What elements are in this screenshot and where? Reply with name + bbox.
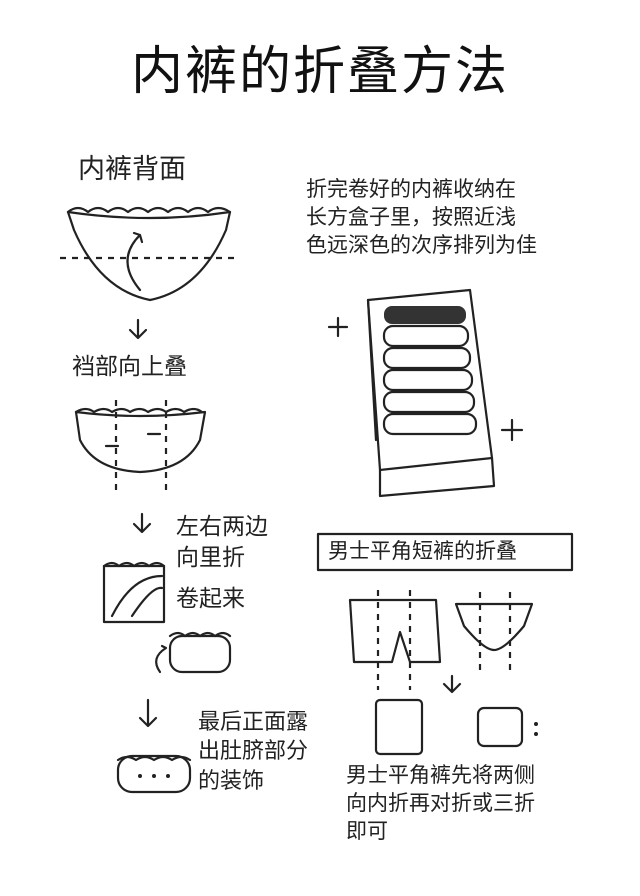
step-final-label: 最后正面露 出肚脐部分 的装饰 [198, 710, 309, 794]
boxer-folded-drawing [374, 698, 538, 756]
mens-note: 男士平角裤先将两侧 向内折再对折或三折 即可 [346, 763, 535, 843]
sparkle-icon [327, 316, 349, 338]
arrow-down-icon [132, 512, 152, 534]
arrow-down-icon [138, 698, 158, 728]
step-roll-label: 卷起来 [176, 586, 245, 612]
briefs-back-drawing [60, 206, 240, 302]
briefs-rolled-drawing [155, 631, 232, 674]
boxer-drawing [348, 590, 442, 690]
step-sides-label: 左右两边 向里折 [176, 514, 268, 571]
step-crotch-label: 裆部向上叠 [72, 354, 187, 380]
arrow-down-icon [442, 674, 462, 694]
page-title: 内裤的折叠方法 [130, 42, 509, 102]
mens-heading: 男士平角短裤的折叠 [328, 539, 517, 563]
sparkle-icon [500, 418, 524, 442]
heading-frame [316, 532, 574, 572]
storage-note: 折完卷好的内裤收纳在 长方盒子里，按照近浅 色远深色的次序排列为佳 [306, 177, 537, 257]
arrow-down-icon [128, 318, 148, 340]
briefs-sides-folded-drawing [102, 561, 166, 624]
briefs-crotch-folded-drawing [74, 400, 207, 490]
mens-brief-drawing [454, 592, 534, 672]
storage-box-drawing [366, 288, 496, 498]
briefs-final-drawing [116, 754, 192, 794]
step-back-label: 内裤背面 [78, 154, 186, 185]
